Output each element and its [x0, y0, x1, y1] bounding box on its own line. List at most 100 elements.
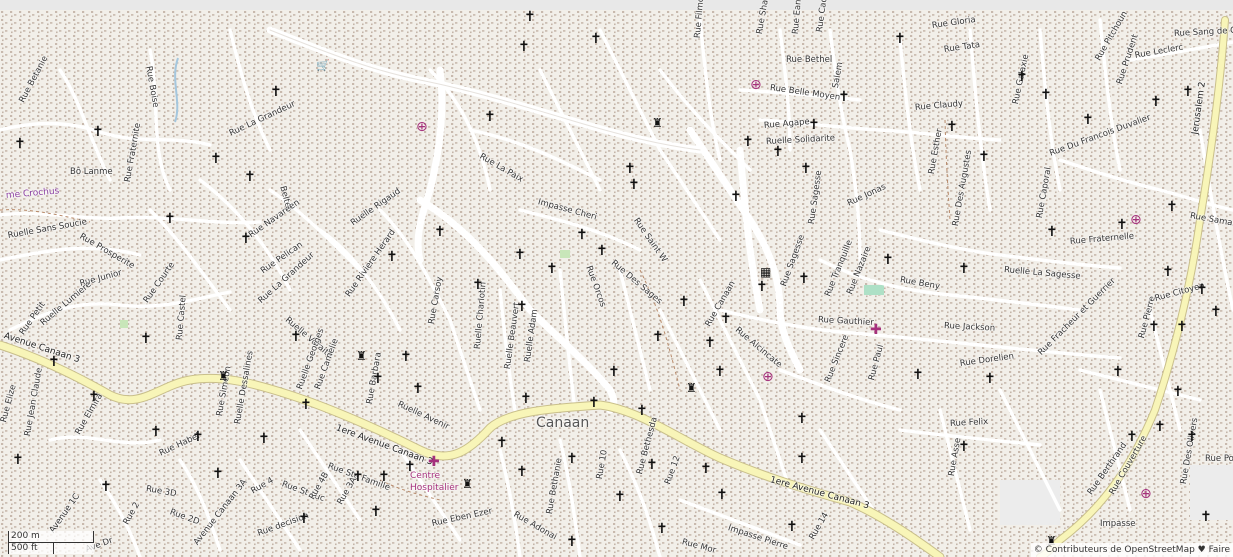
church-icon[interactable]: ✝ [244, 169, 256, 185]
church-icon[interactable]: ✝ [516, 299, 528, 315]
church-icon[interactable]: ✝ [652, 329, 664, 345]
church-icon[interactable]: ✝ [946, 119, 958, 135]
church-icon[interactable]: ✝ [484, 109, 496, 125]
church-icon[interactable]: ✝ [796, 411, 808, 427]
church-icon[interactable]: ✝ [646, 457, 658, 473]
church-icon[interactable]: ✝ [656, 521, 668, 537]
church-icon[interactable]: ✝ [796, 451, 808, 467]
church-icon[interactable]: ✝ [92, 124, 104, 140]
church-icon[interactable]: ✝ [772, 144, 784, 160]
attribution-link[interactable]: © Contributeurs de OpenStreetMap ♥ Faire [1030, 543, 1233, 557]
church-icon[interactable]: ✝ [704, 335, 716, 351]
church-icon[interactable]: ✝ [404, 459, 416, 475]
church-icon[interactable]: ✝ [270, 84, 282, 100]
monument-icon[interactable]: ♜ [218, 369, 229, 383]
church-icon[interactable]: ✝ [608, 364, 620, 380]
church-icon[interactable]: ✝ [566, 534, 578, 550]
clinic-icon[interactable]: ⊕ [416, 119, 428, 135]
church-icon[interactable]: ✝ [628, 177, 640, 193]
church-icon[interactable]: ✝ [434, 224, 446, 240]
church-icon[interactable]: ✝ [514, 247, 526, 263]
monument-icon[interactable]: ♜ [356, 349, 367, 363]
church-icon[interactable]: ✝ [192, 429, 204, 445]
church-icon[interactable]: ✝ [984, 371, 996, 387]
church-icon[interactable]: ✝ [298, 511, 310, 527]
church-icon[interactable]: ✝ [614, 489, 626, 505]
church-icon[interactable]: ✝ [140, 331, 152, 347]
church-icon[interactable]: ✝ [210, 151, 222, 167]
church-icon[interactable]: ✝ [1116, 217, 1128, 233]
church-icon[interactable]: ✝ [1182, 84, 1194, 100]
church-icon[interactable]: ✝ [378, 469, 390, 485]
monument-icon[interactable]: ♜ [686, 381, 697, 395]
church-icon[interactable]: ✝ [300, 397, 312, 413]
church-icon[interactable]: ✝ [1200, 509, 1212, 525]
church-icon[interactable]: ✝ [1046, 224, 1058, 240]
church-icon[interactable]: ✝ [1040, 87, 1052, 103]
church-icon[interactable]: ✝ [290, 329, 302, 345]
church-icon[interactable]: ✝ [912, 367, 924, 383]
church-icon[interactable]: ✝ [1150, 94, 1162, 110]
church-icon[interactable]: ✝ [1210, 304, 1222, 320]
church-icon[interactable]: ✝ [894, 31, 906, 47]
church-icon[interactable]: ✝ [1162, 264, 1174, 280]
hospital-icon[interactable]: ✚ [428, 454, 440, 470]
church-icon[interactable]: ✝ [800, 161, 812, 177]
church-icon[interactable]: ✝ [1082, 112, 1094, 128]
church-icon[interactable]: ✝ [386, 249, 398, 265]
church-icon[interactable]: ✝ [370, 504, 382, 520]
church-icon[interactable]: ✝ [496, 435, 508, 451]
church-icon[interactable]: ✝ [714, 364, 726, 380]
church-icon[interactable]: ✝ [48, 354, 60, 370]
shopping-cart-icon[interactable]: 🛒 [316, 59, 330, 72]
church-icon[interactable]: ✝ [1176, 319, 1188, 335]
church-icon[interactable]: ✝ [412, 381, 424, 397]
church-icon[interactable]: ✝ [808, 117, 820, 133]
monument-icon[interactable]: ♜ [652, 116, 663, 130]
church-icon[interactable]: ✝ [624, 161, 636, 177]
church-icon[interactable]: ✝ [588, 395, 600, 411]
church-icon[interactable]: ✝ [240, 231, 252, 247]
church-icon[interactable]: ✝ [716, 487, 728, 503]
church-icon[interactable]: ✝ [1166, 199, 1178, 215]
church-icon[interactable]: ✝ [164, 211, 176, 227]
church-icon[interactable]: ✝ [14, 136, 26, 152]
church-icon[interactable]: ✝ [700, 461, 712, 477]
church-icon[interactable]: ✝ [590, 31, 602, 47]
church-icon[interactable]: ✝ [88, 389, 100, 405]
church-icon[interactable]: ✝ [400, 349, 412, 365]
church-icon[interactable]: ✝ [1196, 282, 1208, 298]
church-icon[interactable]: ✝ [100, 479, 112, 495]
church-icon[interactable]: ✝ [882, 252, 894, 268]
church-icon[interactable]: ✝ [838, 89, 850, 105]
church-icon[interactable]: ✝ [516, 464, 528, 480]
cinema-icon[interactable]: ▦ [760, 265, 772, 279]
church-icon[interactable]: ✝ [958, 261, 970, 277]
church-icon[interactable]: ✝ [730, 189, 742, 205]
church-icon[interactable]: ✝ [1172, 384, 1184, 400]
church-icon[interactable]: ✝ [258, 431, 270, 447]
church-icon[interactable]: ✝ [150, 424, 162, 440]
church-icon[interactable]: ✝ [1148, 319, 1160, 335]
church-icon[interactable]: ✝ [576, 227, 588, 243]
church-icon[interactable]: ✝ [1186, 429, 1198, 445]
clinic-icon[interactable]: ⊕ [762, 369, 774, 385]
church-icon[interactable]: ✝ [372, 371, 384, 387]
church-icon[interactable]: ✝ [978, 149, 990, 165]
church-icon[interactable]: ✝ [798, 271, 810, 287]
church-icon[interactable]: ✝ [1126, 429, 1138, 445]
church-icon[interactable]: ✝ [518, 39, 530, 55]
church-icon[interactable]: ✝ [546, 261, 558, 277]
church-icon[interactable]: ✝ [636, 403, 648, 419]
church-icon[interactable]: ✝ [212, 466, 224, 482]
monument-icon[interactable]: ♜ [1046, 534, 1057, 548]
church-icon[interactable]: ✝ [1154, 419, 1166, 435]
church-icon[interactable]: ✝ [596, 243, 608, 259]
clinic-icon[interactable]: ⊕ [1140, 486, 1152, 502]
church-icon[interactable]: ✝ [786, 519, 798, 535]
clinic-icon[interactable]: ⊕ [750, 77, 762, 93]
church-icon[interactable]: ✝ [352, 469, 364, 485]
church-icon[interactable]: ✝ [720, 311, 732, 327]
monument-icon[interactable]: ♜ [462, 477, 473, 491]
